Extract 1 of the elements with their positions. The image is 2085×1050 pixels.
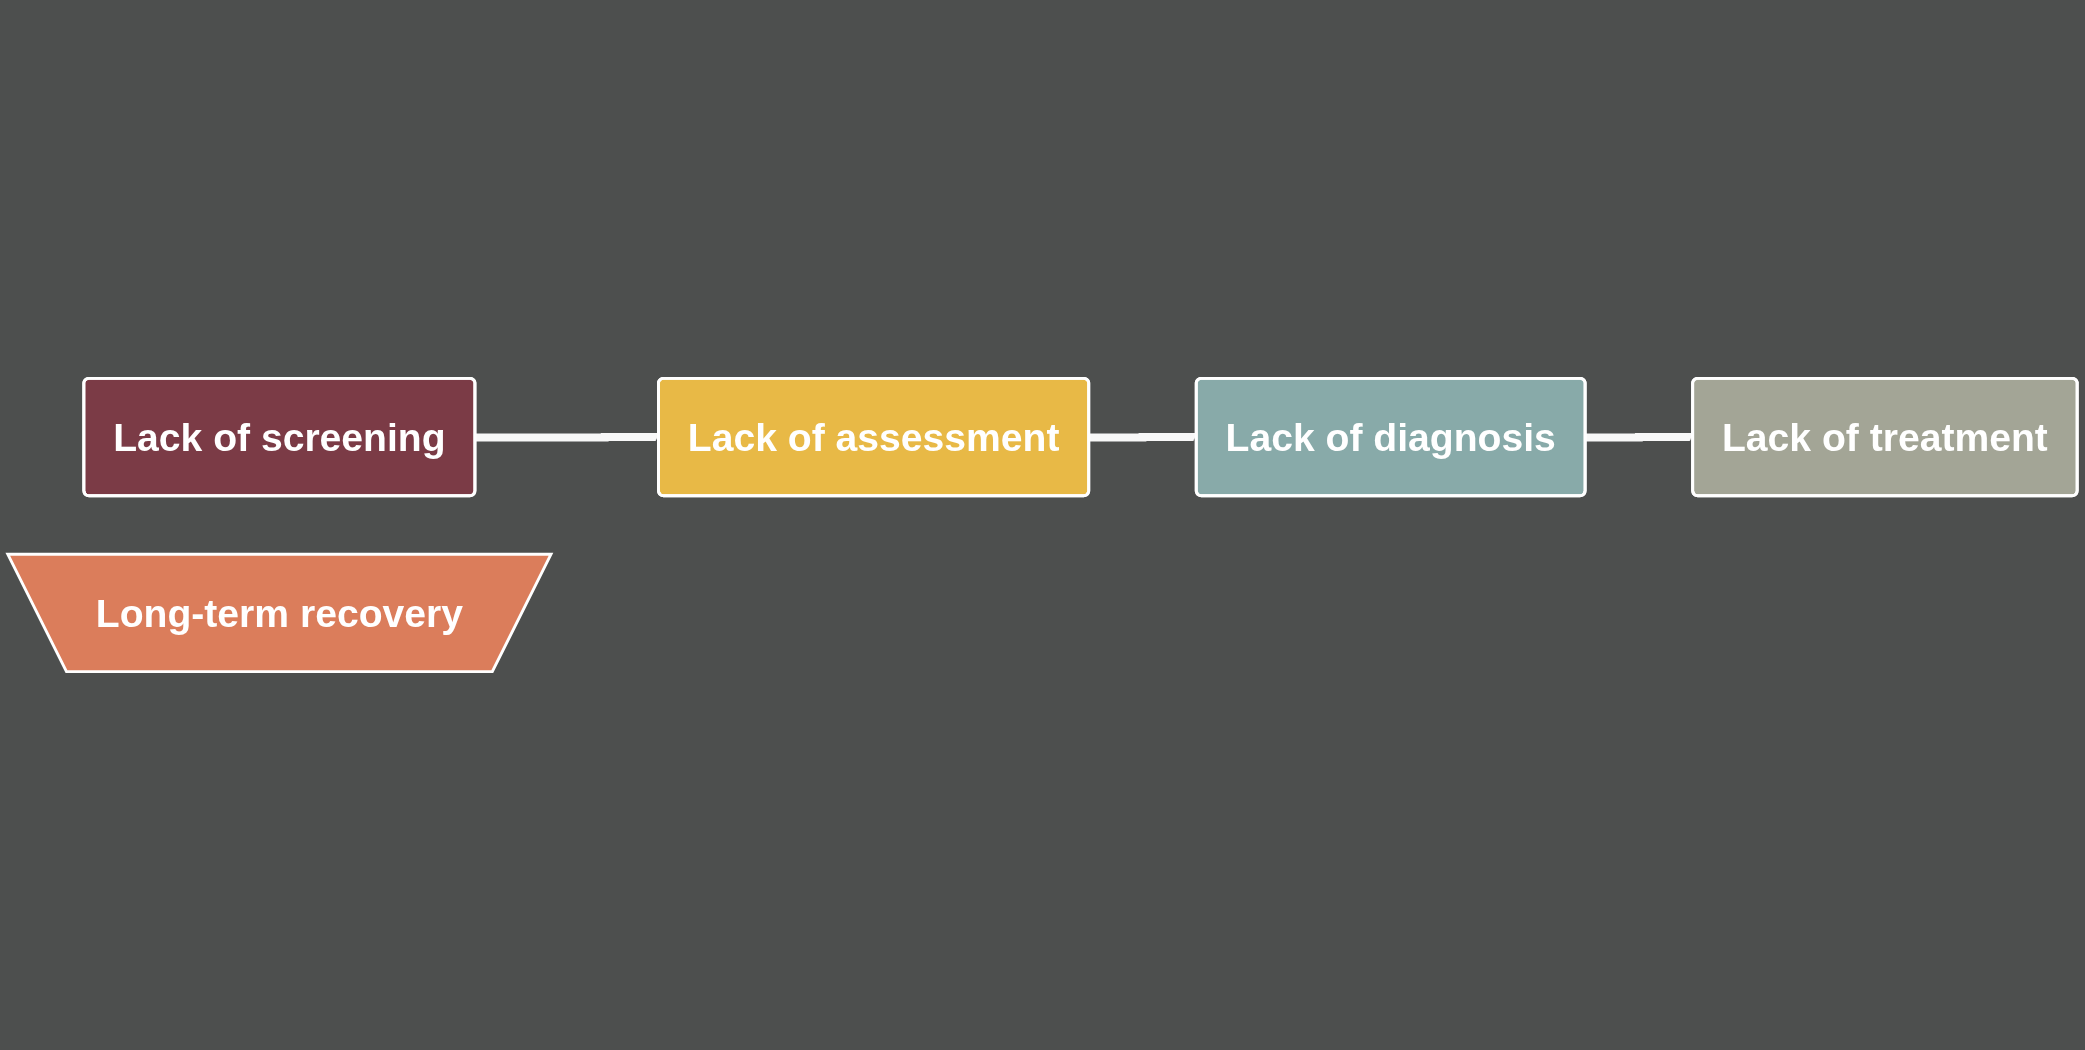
arrow [1585,433,1694,442]
